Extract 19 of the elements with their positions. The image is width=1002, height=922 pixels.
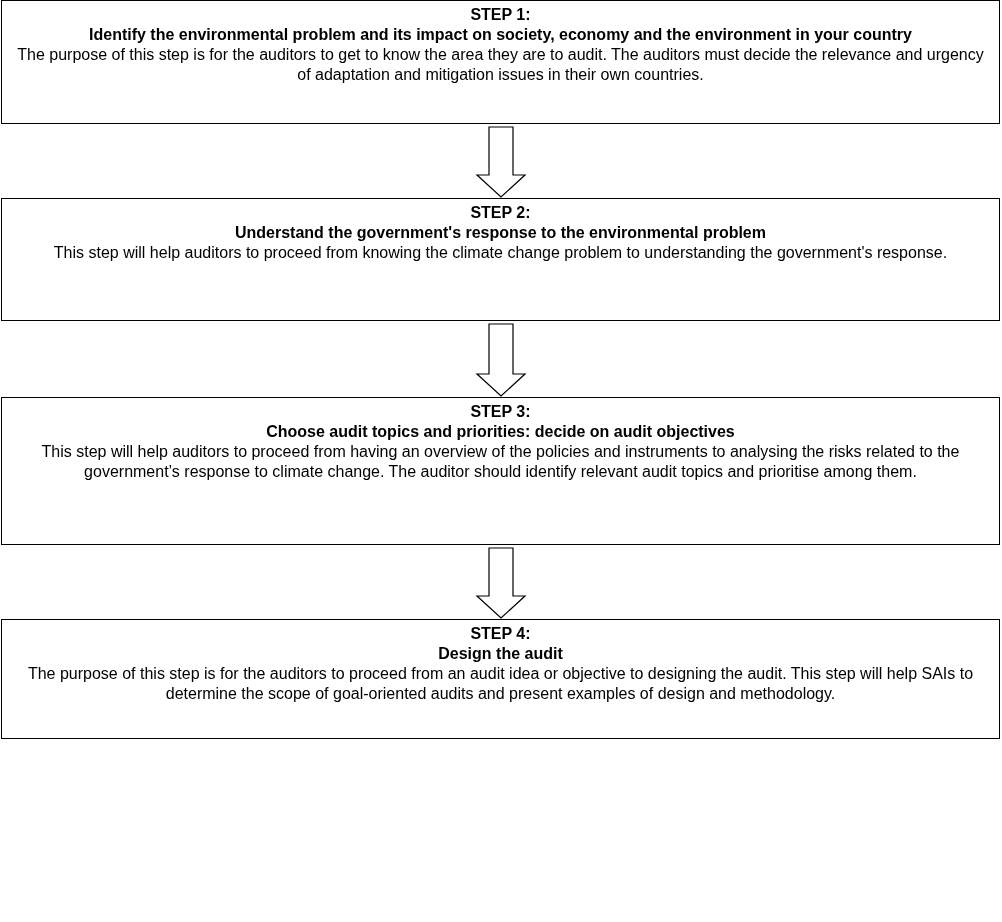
step-box bbox=[1, 198, 1000, 321]
step-title: Identify the environmental problem and its impact on society, economy and the environment in your country bbox=[88, 25, 913, 45]
step-box bbox=[1, 0, 1000, 124]
step-number: STEP 1: bbox=[469, 5, 532, 25]
step-description: The purpose of this step is for the auditors to get to know the area they are to audit. The auditors must decide the relevance and urgency of adaptation and mitigation issues in their own countries. bbox=[16, 45, 985, 85]
step-number: STEP 2: bbox=[469, 203, 532, 223]
block-arrow bbox=[475, 126, 527, 198]
step-description: This step will help auditors to proceed from having an overview of the policies and instruments to analysing the risks related to the government’s response to climate change. The auditor should identify relevant audit topics and prioritise among them. bbox=[40, 442, 961, 482]
step-number: STEP 3: bbox=[469, 402, 532, 422]
step-title: Choose audit topics and priorities: decide on audit objectives bbox=[265, 422, 736, 442]
step-title: Design the audit bbox=[437, 644, 564, 664]
step-title: Understand the government's response to the environmental problem bbox=[234, 223, 767, 243]
step-number: STEP 4: bbox=[469, 624, 532, 644]
step-description: The purpose of this step is for the auditors to proceed from an audit idea or objective to designing the audit. This step will help SAIs to determine the scope of goal-oriented audits and present examples of design and methodology. bbox=[26, 664, 975, 704]
step-box bbox=[1, 619, 1000, 739]
step-description: This step will help auditors to proceed from knowing the climate change problem to understanding the government's response. bbox=[52, 243, 949, 263]
block-arrow bbox=[475, 323, 527, 397]
step-box bbox=[1, 397, 1000, 545]
block-arrow bbox=[475, 547, 527, 619]
